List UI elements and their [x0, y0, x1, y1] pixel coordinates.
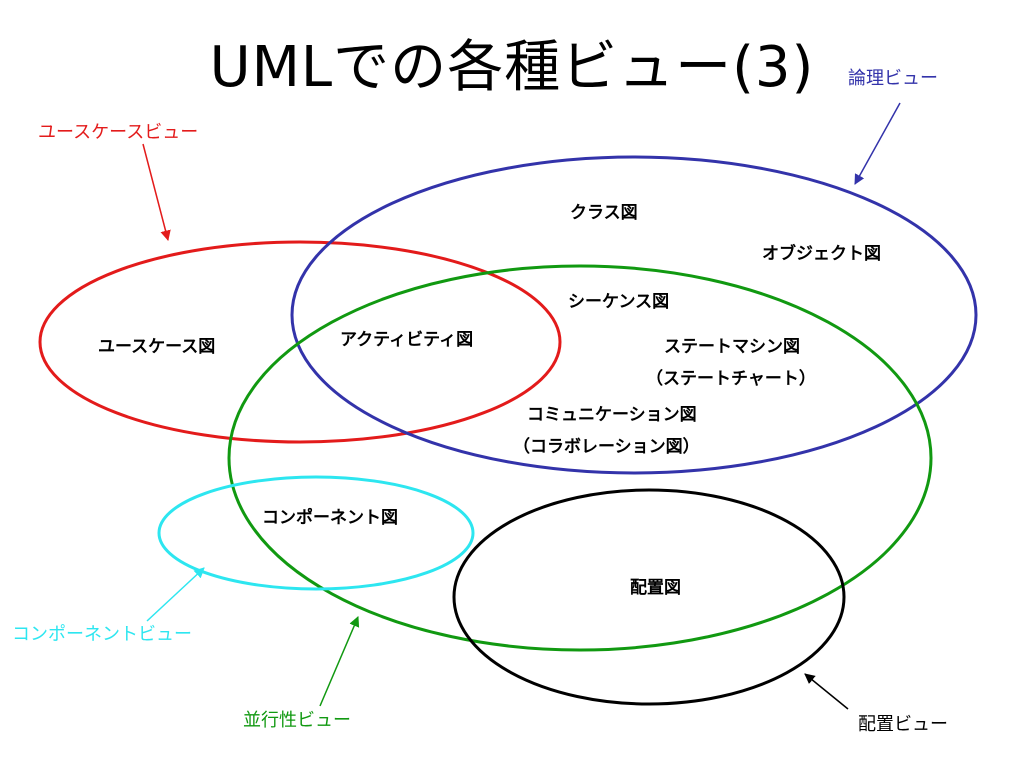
sequence-diagram-label: シーケンス図 [568, 292, 669, 312]
state-chart-label: （ステートチャート） [646, 368, 816, 389]
activity-diagram-label: アクティビティ図 [340, 330, 473, 350]
component-view-label: コンポーネントビュー [12, 624, 192, 645]
deployment-view-ellipse [452, 488, 846, 706]
concurrency-view-label: 並行性ビュー [243, 710, 351, 731]
logical-view-label: 論理ビュー [848, 68, 938, 89]
deployment-diagram-label: 配置図 [630, 578, 681, 598]
use-case-view-ellipse [38, 240, 562, 444]
logical-view-ellipse [290, 155, 978, 475]
logical-view-arrow [854, 102, 901, 185]
use-case-view-label: ユースケースビュー [38, 122, 198, 143]
use-case-view-arrow [142, 143, 171, 242]
use-case-diagram-label: ユースケース図 [98, 337, 215, 357]
collaboration-diagram-label: （コラボレーション図） [513, 436, 700, 457]
state-machine-diagram-label: ステートマシン図 [664, 337, 800, 357]
deployment-view-label: 配置ビュー [858, 714, 948, 735]
component-view-ellipse [157, 475, 475, 591]
concurrency-view-arrow [319, 616, 360, 707]
communication-diagram-label: コミュニケーション図 [527, 405, 697, 425]
slide-title: UMLでの各種ビュー(3) [209, 35, 815, 100]
class-diagram-label: クラス図 [570, 203, 638, 223]
object-diagram-label: オブジェクト図 [762, 243, 881, 264]
concurrency-view-ellipse [227, 264, 933, 652]
deployment-view-arrow [804, 673, 849, 710]
component-diagram-label: コンポーネント図 [262, 507, 398, 528]
component-view-arrow [146, 567, 205, 622]
